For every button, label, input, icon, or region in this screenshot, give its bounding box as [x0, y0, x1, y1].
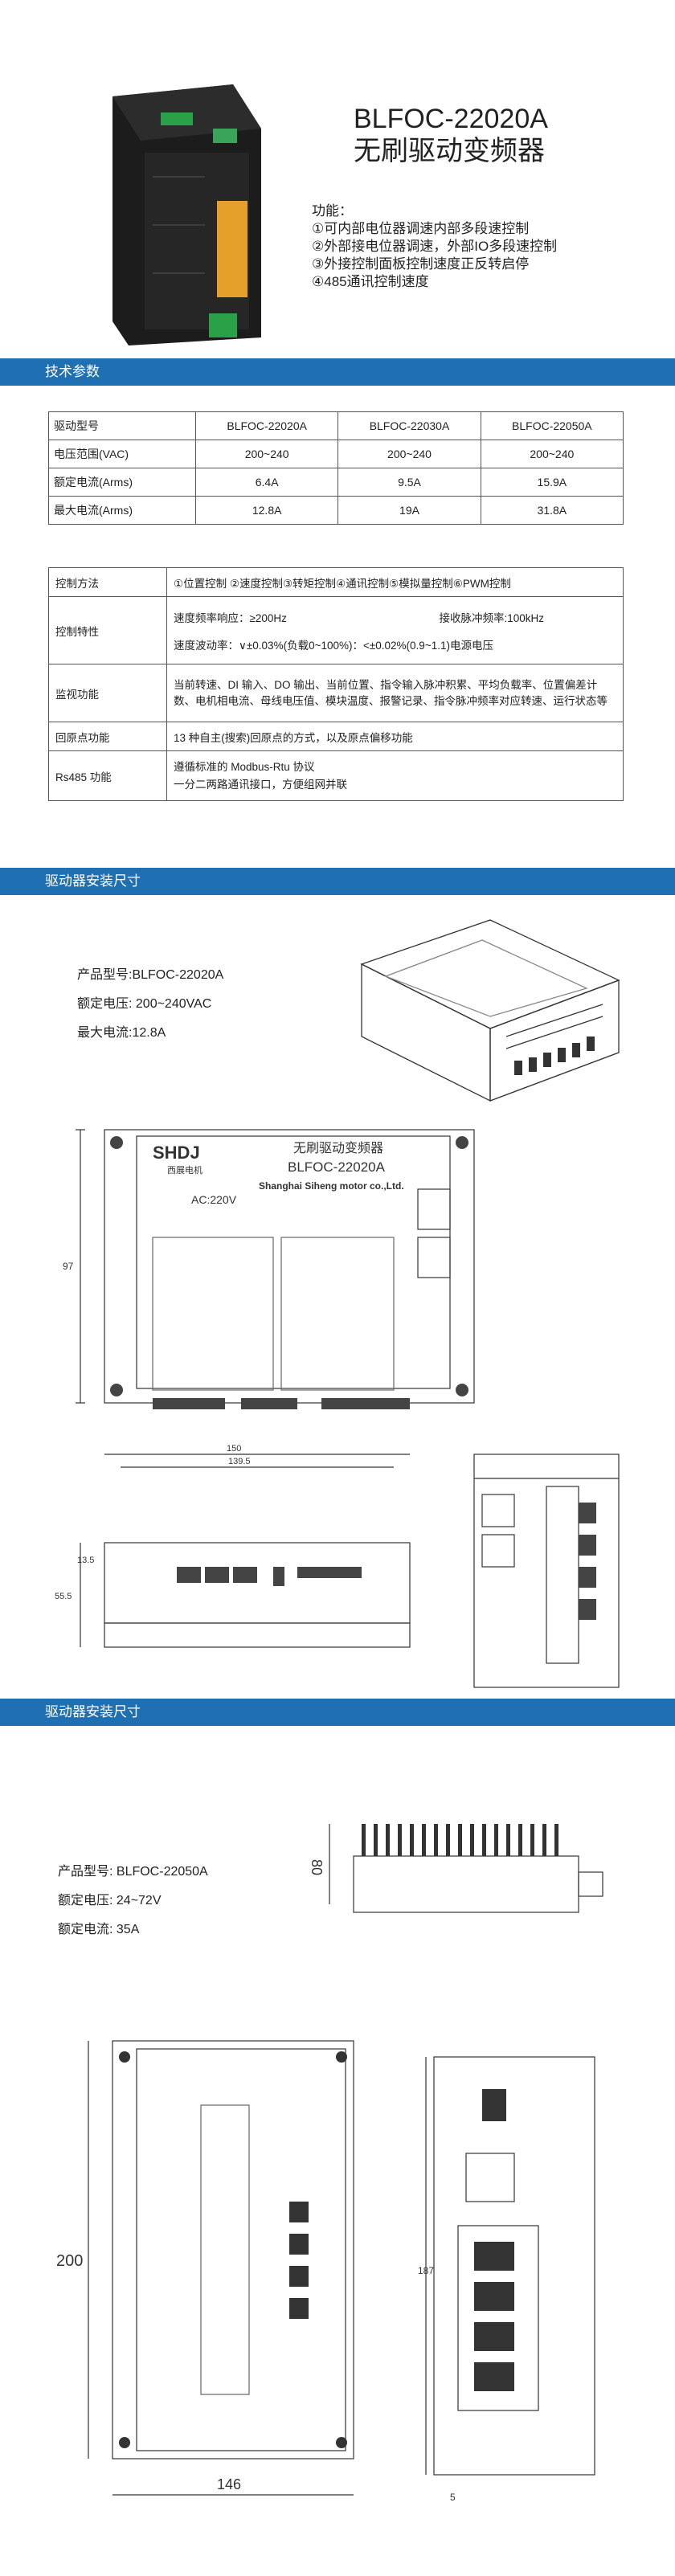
- table-row: 控制方法 ①位置控制 ②速度控制③转矩控制④通讯控制⑤模拟量控制⑥PWM控制: [48, 567, 624, 597]
- table-row: Rs485 功能 遵循标准的 Modbus-Rtu 协议 一分二两路通讯接口，方…: [48, 750, 624, 801]
- char-fluctuation: 速度波动率：∨±0.03%(负载0~100%)：<±0.02%(0.9~1.1)…: [174, 639, 493, 652]
- table-cell: 200~240: [480, 440, 624, 468]
- table-cell: 200~240: [194, 440, 339, 468]
- table-row: 电压范围(VAC) 200~240 200~240 200~240: [48, 440, 624, 468]
- driver2-side-drawing: 80: [309, 1824, 603, 1913]
- table-header-row: 驱动型号 BLFOC-22020A BLFOC-22030A BLFOC-220…: [48, 411, 624, 440]
- table-cell: 19A: [338, 496, 481, 525]
- feature-item: ①可内部电位器调速内部多段速控制: [312, 221, 530, 236]
- install1-current: 最大电流:12.8A: [77, 1026, 166, 1040]
- product-title: BLFOC-22020A 无刷驱动变频器: [354, 103, 548, 167]
- install2-current: 额定电流: 35A: [58, 1923, 140, 1936]
- table-row: 控制特性 速度频率响应：≥200Hz 接收脉冲频率:100kHz 速度波动率：∨…: [48, 596, 624, 664]
- table-cell: 12.8A: [194, 496, 339, 525]
- feature-item: ③外接控制面板控制速度正反转启停: [312, 256, 530, 272]
- install1-info: 产品型号:BLFOC-22020A 额定电压: 200~240VAC 最大电流:…: [77, 961, 223, 1048]
- table-cell: 额定电流(Arms): [48, 468, 196, 497]
- install1-voltage: 额定电压: 200~240VAC: [77, 997, 212, 1011]
- install2-voltage: 额定电压: 24~72V: [58, 1894, 162, 1907]
- driver2-right-drawing: 187 5: [418, 2056, 595, 2503]
- table-cell: 9.5A: [338, 468, 481, 497]
- panel-title: 无刷驱动变频器: [293, 1141, 383, 1155]
- driver-front-drawing: SHDJ 西展电机 无刷驱动变频器 BLFOC-22020A Shanghai …: [63, 1129, 475, 1409]
- table-cell: ①位置控制 ②速度控制③转矩控制④通讯控制⑤模拟量控制⑥PWM控制: [166, 567, 624, 597]
- table-cell: 13 种自主(搜索)回原点的方式，以及原点偏移功能: [166, 722, 624, 751]
- table-cell: BLFOC-22050A: [480, 411, 624, 440]
- control-table: 控制方法 ①位置控制 ②速度控制③转矩控制④通讯控制⑤模拟量控制⑥PWM控制 控…: [48, 567, 624, 801]
- panel-brand: SHDJ: [153, 1143, 200, 1163]
- feature-list: 功能： ①可内部电位器调速内部多段速控制 ②外部接电位器调速，外部IO多段速控制…: [312, 202, 557, 291]
- panel-model: BLFOC-22020A: [288, 1159, 386, 1175]
- install-section-bar: 驱动器安装尺寸: [0, 868, 675, 895]
- table-cell: BLFOC-22030A: [338, 411, 481, 440]
- driver-bottom-drawing: 150 139.5 55.5 13.5: [55, 1444, 411, 1648]
- rs485-line: 遵循标准的 Modbus-Rtu 协议: [174, 760, 315, 773]
- install2-model: 产品型号: BLFOC-22050A: [58, 1865, 208, 1879]
- spec-table: 驱动型号 BLFOC-22020A BLFOC-22030A BLFOC-220…: [48, 411, 624, 525]
- table-row: 额定电流(Arms) 6.4A 9.5A 15.9A: [48, 468, 624, 497]
- table-cell: 监视功能: [48, 664, 167, 722]
- dim-height: 97: [63, 1261, 74, 1272]
- driver-isometric-drawing: [360, 919, 620, 1102]
- install1-model: 产品型号:BLFOC-22020A: [77, 968, 224, 982]
- table-cell: 200~240: [338, 440, 481, 468]
- table-cell: 回原点功能: [48, 722, 167, 751]
- panel-company: Shanghai Siheng motor co.,Ltd.: [259, 1180, 404, 1192]
- table-cell: 15.9A: [480, 468, 624, 497]
- table-cell: BLFOC-22020A: [194, 411, 339, 440]
- table-cell: 速度频率响应：≥200Hz 接收脉冲频率:100kHz 速度波动率：∨±0.03…: [166, 596, 624, 664]
- product-name: 无刷驱动变频器: [354, 136, 545, 166]
- dim-height2: 200: [56, 2252, 83, 2270]
- table-row: 最大电流(Arms) 12.8A 19A 31.8A: [48, 496, 624, 525]
- dim-right: 187: [418, 2265, 434, 2276]
- features-title: 功能：: [312, 203, 353, 219]
- table-cell: 31.8A: [480, 496, 624, 525]
- feature-item: ②外部接电位器调速，外部IO多段速控制: [312, 239, 558, 254]
- dim-small: 5: [450, 2492, 456, 2503]
- driver-side-drawing: [473, 1454, 620, 1688]
- install2-section-bar: 驱动器安装尺寸: [0, 1699, 675, 1726]
- panel-ac: AC:220V: [191, 1193, 237, 1206]
- table-cell: Rs485 功能: [48, 750, 167, 801]
- panel-brand-cn: 西展电机: [167, 1164, 202, 1176]
- table-cell: 驱动型号: [48, 411, 196, 440]
- table-row: 回原点功能 13 种自主(搜索)回原点的方式，以及原点偏移功能: [48, 722, 624, 751]
- char-response: 速度频率响应：≥200Hz: [174, 611, 287, 624]
- table-cell: 控制方法: [48, 567, 167, 597]
- driver-product-photo: [112, 84, 261, 346]
- dim-depth: 55.5: [55, 1592, 72, 1601]
- dim-depth2: 13.5: [77, 1556, 94, 1565]
- install2-info: 产品型号: BLFOC-22050A 额定电压: 24~72V 额定电流: 35…: [58, 1858, 208, 1944]
- dim-width: 150: [227, 1444, 241, 1454]
- rs485-line: 一分二两路通讯接口，方便组网并联: [174, 778, 347, 791]
- hero-section: BLFOC-22020A 无刷驱动变频器 功能： ①可内部电位器调速内部多段速控…: [0, 0, 675, 354]
- feature-item: ④485通讯控制速度: [312, 274, 429, 289]
- char-pulse: 接收脉冲频率:100kHz: [439, 611, 544, 624]
- table-cell: 电压范围(VAC): [48, 440, 196, 468]
- table-cell: 最大电流(Arms): [48, 496, 196, 525]
- specs-section-bar: 技术参数: [0, 358, 675, 386]
- product-model: BLFOC-22020A: [354, 104, 548, 134]
- table-cell: 遵循标准的 Modbus-Rtu 协议 一分二两路通讯接口，方便组网并联: [166, 750, 624, 801]
- dim-side: 80: [309, 1859, 325, 1875]
- driver2-front-drawing: 200 146: [56, 2040, 354, 2496]
- dim-width2: 139.5: [228, 1457, 251, 1466]
- table-row: 监视功能 当前转速、DI 输入、DO 输出、当前位置、指令输入脉冲积累、平均负载…: [48, 664, 624, 722]
- dim-width-146: 146: [217, 2476, 241, 2492]
- table-cell: 控制特性: [48, 596, 167, 664]
- table-cell: 6.4A: [194, 468, 339, 497]
- table-cell: 当前转速、DI 输入、DO 输出、当前位置、指令输入脉冲积累、平均负载率、位置偏…: [166, 664, 624, 722]
